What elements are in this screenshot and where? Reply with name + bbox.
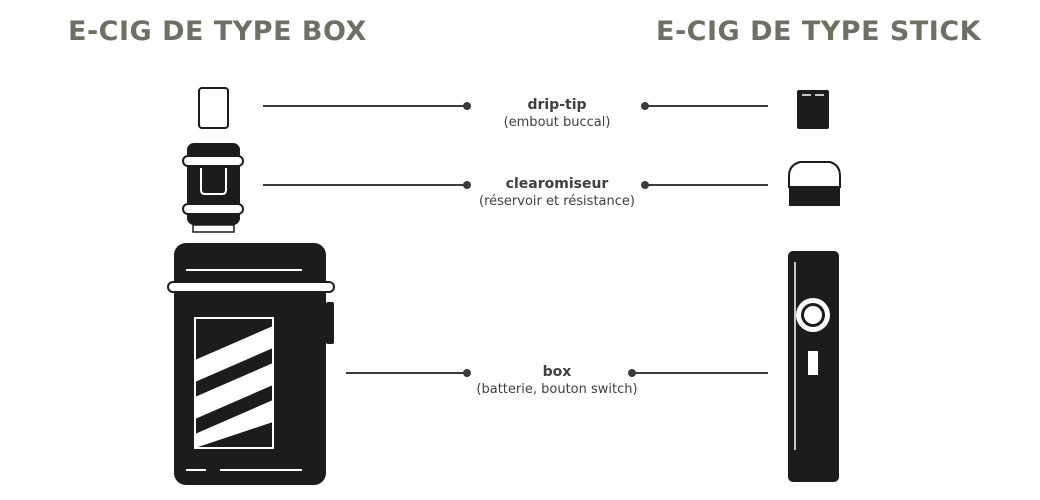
stick-clearomiseur xyxy=(788,161,841,206)
stick-drip-tip xyxy=(797,90,829,129)
box-drip-tip xyxy=(198,87,229,129)
label-box-title: box xyxy=(542,364,572,380)
label-drip-tip-subtitle: (embout buccal) xyxy=(503,115,611,130)
label-box: box (batterie, bouton switch) xyxy=(427,364,687,398)
label-drip-tip: drip-tip (embout buccal) xyxy=(427,97,687,131)
stick-ecig-illustration xyxy=(788,90,841,482)
box-type-heading: E-CIG DE TYPE BOX xyxy=(68,16,367,47)
connector-clearomiseur xyxy=(263,181,768,189)
label-clearomiseur-title: clearomiseur xyxy=(505,176,609,192)
connector-drip-tip xyxy=(263,102,768,110)
stick-battery xyxy=(788,251,839,482)
box-ecig-illustration xyxy=(167,87,335,485)
label-clearomiseur: clearomiseur (réservoir et résistance) xyxy=(427,176,687,210)
label-clearomiseur-subtitle: (réservoir et résistance) xyxy=(479,194,635,209)
label-box-subtitle: (batterie, bouton switch) xyxy=(476,382,638,397)
connector-box xyxy=(346,369,768,377)
label-drip-tip-title: drip-tip xyxy=(527,97,587,113)
stick-type-heading: E-CIG DE TYPE STICK xyxy=(656,16,982,47)
box-clearomiseur xyxy=(182,143,244,233)
box-battery-mod xyxy=(167,243,335,485)
